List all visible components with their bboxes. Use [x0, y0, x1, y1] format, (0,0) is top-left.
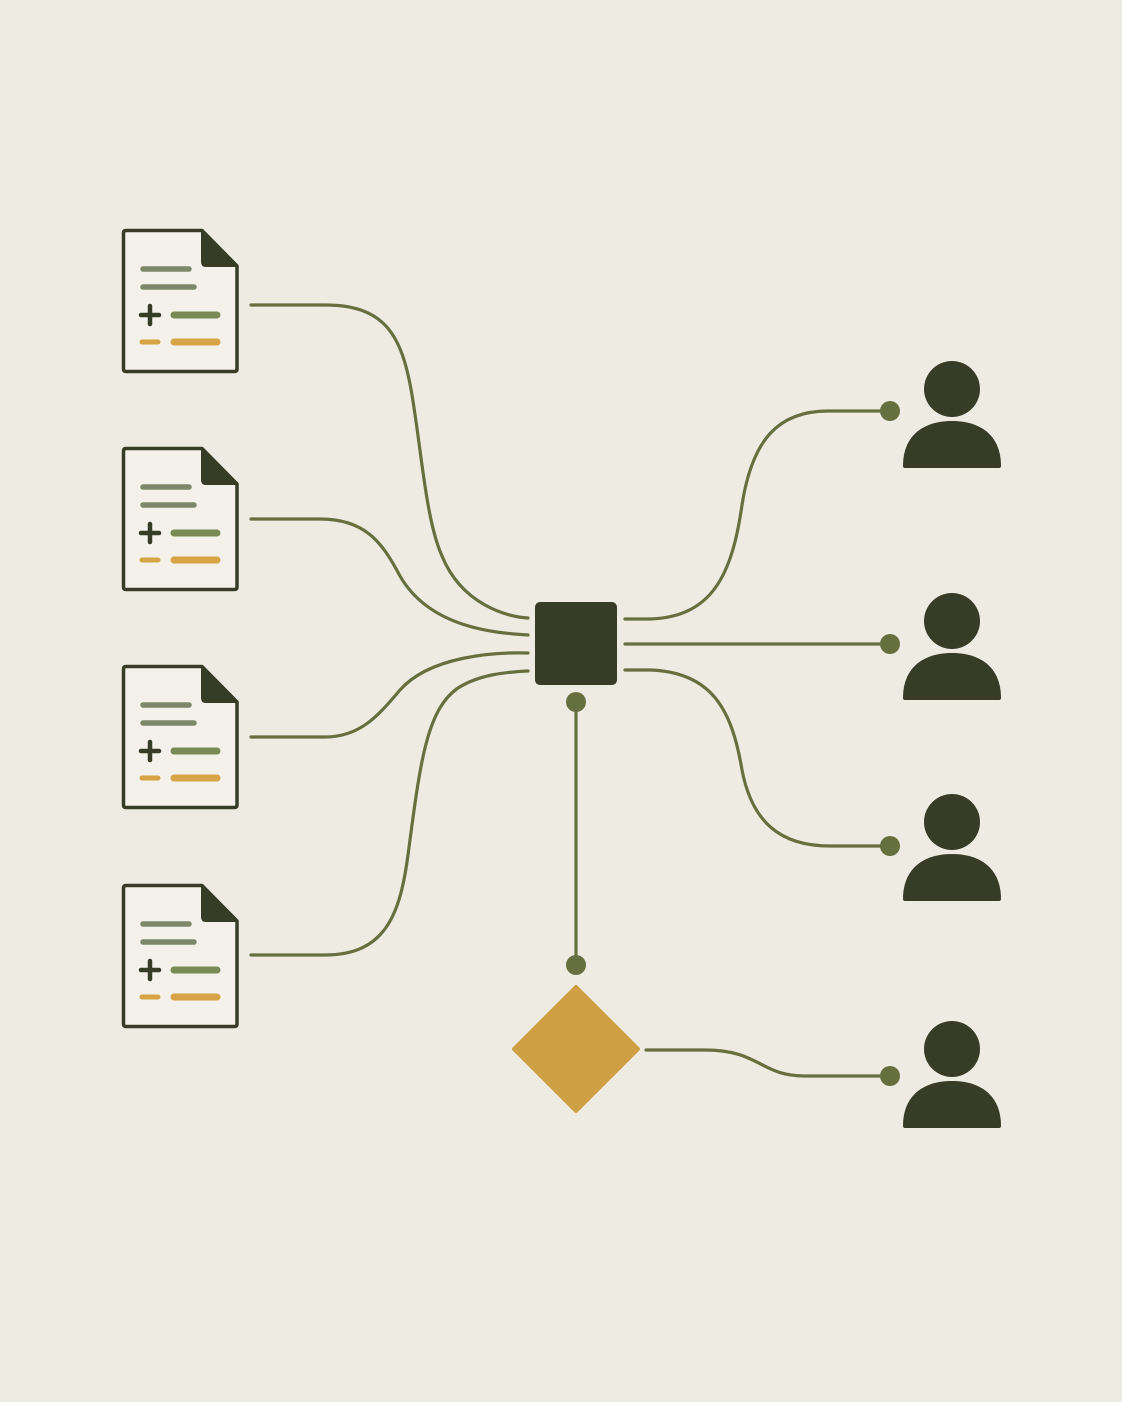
- document-3[interactable]: [121, 664, 239, 810]
- user-head: [924, 794, 980, 850]
- document-2[interactable]: [121, 446, 239, 592]
- diff-document-icon: [121, 664, 239, 810]
- user-icon: [903, 593, 1001, 700]
- user-1-port-dot[interactable]: [880, 401, 900, 421]
- user-head: [924, 361, 980, 417]
- user-head: [924, 593, 980, 649]
- hub-node[interactable]: [535, 602, 617, 685]
- user-body: [903, 1081, 1001, 1128]
- decision-diamond[interactable]: [512, 985, 640, 1113]
- diff-document-icon: [121, 446, 239, 592]
- connector-hub-user-3: [623, 668, 890, 848]
- document-4[interactable]: [121, 883, 239, 1029]
- user-icon: [903, 794, 1001, 901]
- connectors-out: [574, 409, 890, 1078]
- decision-top-port-dot[interactable]: [566, 955, 586, 975]
- connectors-in: [249, 303, 530, 957]
- user-1[interactable]: [903, 361, 1001, 468]
- document-1[interactable]: [121, 228, 239, 374]
- user-4-port-dot[interactable]: [880, 1066, 900, 1086]
- hub-bottom-port-dot[interactable]: [566, 692, 586, 712]
- user-body: [903, 854, 1001, 901]
- user-head: [924, 1021, 980, 1077]
- user-4[interactable]: [903, 1021, 1001, 1128]
- documents: [121, 228, 239, 1029]
- page-fold: [201, 884, 238, 922]
- user-3-port-dot[interactable]: [880, 836, 900, 856]
- user-3[interactable]: [903, 794, 1001, 901]
- user-icon: [903, 1021, 1001, 1128]
- user-body: [903, 421, 1001, 468]
- connector-document-3-hub: [249, 651, 530, 739]
- users: [903, 361, 1001, 1128]
- user-icon: [903, 361, 1001, 468]
- endpoint-dots: [566, 401, 900, 1086]
- connector-document-1-hub: [249, 303, 530, 620]
- user-2[interactable]: [903, 593, 1001, 700]
- page-fold: [201, 229, 238, 267]
- connector-document-4-hub: [249, 669, 530, 957]
- page-fold: [201, 665, 238, 703]
- connector-document-2-hub: [249, 517, 530, 637]
- user-body: [903, 653, 1001, 700]
- connector-decision-user-4: [644, 1048, 890, 1078]
- connector-hub-user-1: [623, 409, 890, 621]
- diff-document-icon: [121, 883, 239, 1029]
- page-fold: [201, 447, 238, 485]
- user-2-port-dot[interactable]: [880, 634, 900, 654]
- diff-document-icon: [121, 228, 239, 374]
